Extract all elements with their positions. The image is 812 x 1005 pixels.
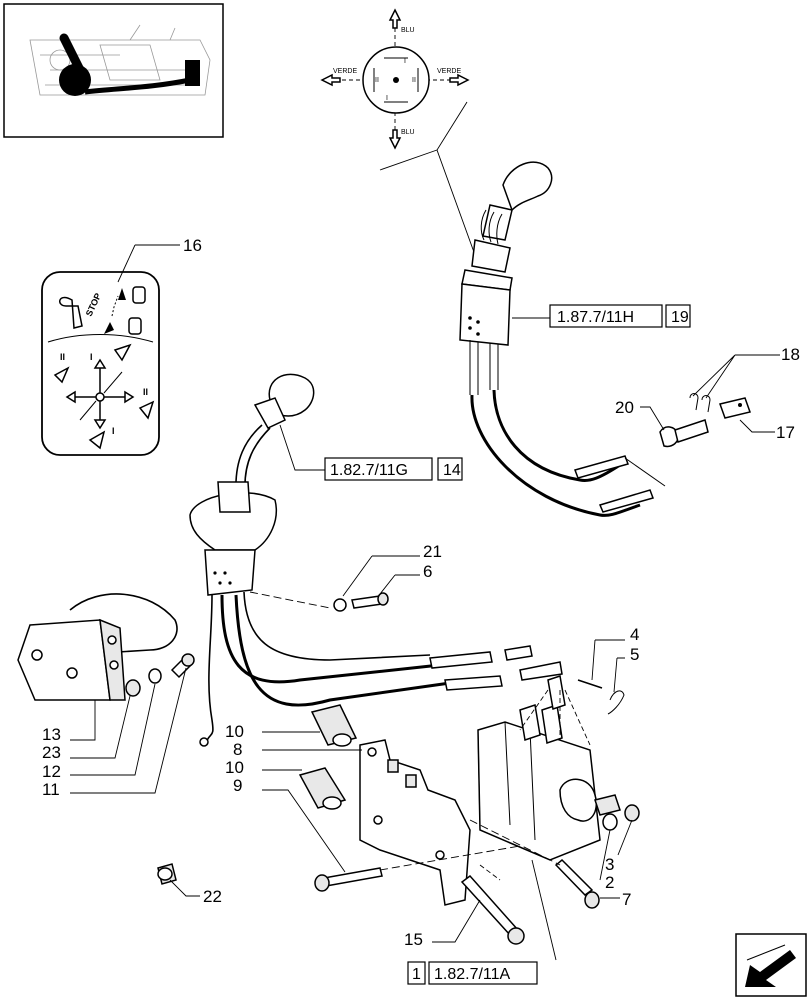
reference-item: 19 <box>671 309 689 326</box>
callout-23: 23 <box>42 743 61 762</box>
svg-text:I: I <box>112 426 115 436</box>
reference-code: 1.82.7/11G <box>330 462 408 479</box>
spacers[interactable] <box>298 704 358 810</box>
washers-and-bolt[interactable] <box>125 653 195 697</box>
pin-and-clip[interactable] <box>577 679 625 715</box>
next-page-arrow-icon[interactable] <box>735 933 807 997</box>
mounting-bracket[interactable] <box>17 593 178 701</box>
callout-11: 11 <box>42 780 60 799</box>
callout-21: 21 <box>423 542 442 561</box>
nut[interactable] <box>157 863 177 885</box>
reference-valve-block[interactable]: 1 1.82.7/11A <box>407 859 557 985</box>
reference-item: 14 <box>443 462 461 479</box>
callout-7: 7 <box>622 890 631 909</box>
callout-20: 20 <box>615 398 634 417</box>
tractor-thumbnail[interactable] <box>3 3 224 138</box>
reference-code: 1.87.7/11H <box>557 309 634 326</box>
callouts: 16 18 20 17 21 6 4 5 13 23 12 11 <box>42 236 800 949</box>
callout-3: 3 <box>605 855 614 874</box>
short-bolt[interactable] <box>469 819 600 909</box>
base-plate[interactable] <box>359 739 471 906</box>
callout-10-lower: 10 <box>225 758 244 777</box>
mounting-bolt[interactable] <box>460 864 525 945</box>
compass-left-label: VERDE <box>333 68 357 75</box>
svg-text:II: II <box>375 77 379 84</box>
svg-text:II: II <box>143 387 148 397</box>
callout-13: 13 <box>42 725 61 744</box>
valve-block[interactable] <box>477 675 640 861</box>
callout-2: 2 <box>605 873 614 892</box>
long-bolt[interactable] <box>314 845 521 892</box>
reference-prefix: 1 <box>412 966 421 983</box>
screw-and-washer[interactable] <box>249 591 389 612</box>
upper-joystick-assembly[interactable] <box>459 161 666 517</box>
shift-pattern-compass: BLU BLU VERDE VERDE I II I II <box>320 8 470 150</box>
callout-15: 15 <box>404 930 423 949</box>
compass-bottom-label: BLU <box>401 129 415 136</box>
svg-text:I: I <box>90 352 93 362</box>
arrow-left-icon <box>320 73 341 87</box>
callout-17: 17 <box>776 423 795 442</box>
reference-lower-joystick[interactable]: 1.82.7/11G 14 <box>279 424 463 481</box>
svg-text:II: II <box>412 77 416 84</box>
control-decal[interactable]: STOP II I II I <box>41 271 160 456</box>
lower-joystick-assembly[interactable] <box>189 373 563 747</box>
callout-6: 6 <box>423 562 432 581</box>
reference-upper-joystick[interactable]: 1.87.7/11H 19 <box>512 304 691 328</box>
callout-5: 5 <box>630 645 639 664</box>
callout-12: 12 <box>42 762 61 781</box>
callout-4: 4 <box>630 625 639 644</box>
callout-8: 8 <box>233 740 242 759</box>
callout-10-upper: 10 <box>225 722 244 741</box>
arrow-down-icon <box>388 129 402 150</box>
svg-text:II: II <box>60 352 65 362</box>
callout-22: 22 <box>203 887 222 906</box>
reference-code: 1.82.7/11A <box>434 966 511 983</box>
callout-18: 18 <box>781 345 800 364</box>
cable-clamp[interactable] <box>659 393 751 448</box>
arrow-up-icon <box>388 8 402 29</box>
compass-top-label: BLU <box>401 27 415 34</box>
arrow-right-icon <box>449 73 470 87</box>
compass-right-label: VERDE <box>437 68 461 75</box>
callout-16: 16 <box>183 236 202 255</box>
svg-text:I: I <box>404 58 406 65</box>
svg-text:I: I <box>386 95 388 102</box>
callout-9: 9 <box>233 776 242 795</box>
